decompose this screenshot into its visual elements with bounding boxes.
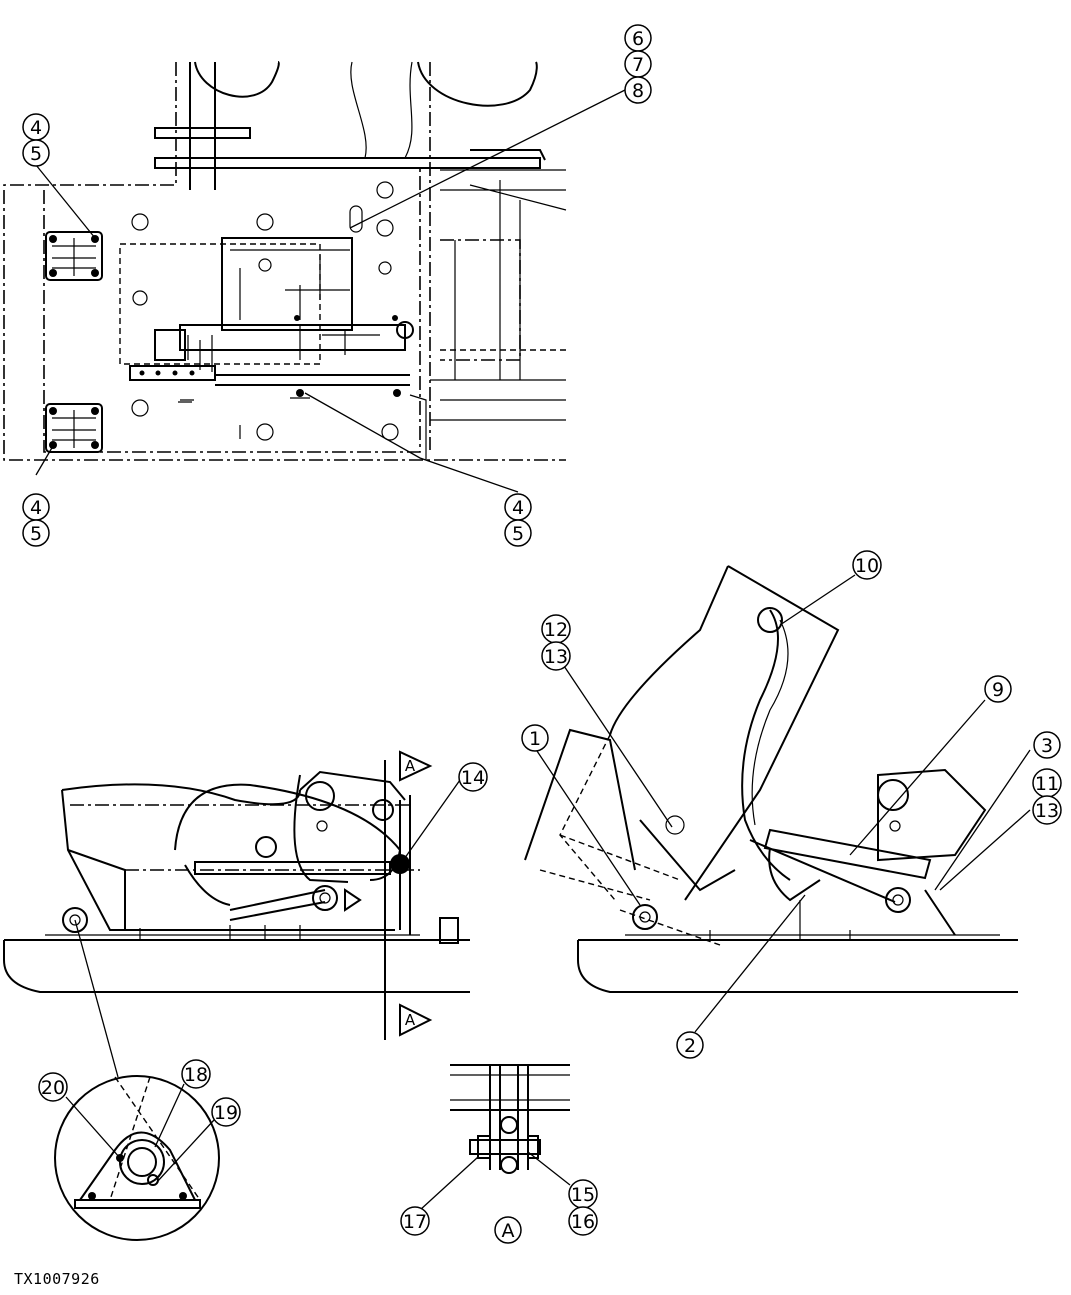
callout-10: 10 [852,550,882,580]
callout-20: 20 [38,1072,68,1102]
mount-lower-left [45,403,103,453]
svg-text:2: 2 [684,1035,696,1057]
callout-14: 14 [458,762,488,792]
svg-text:8: 8 [632,80,644,102]
callout-18: 18 [181,1059,211,1089]
callout-15: 15 [568,1179,598,1209]
svg-text:16: 16 [571,1211,595,1233]
side-view-folded: A A [3,750,470,1040]
top-plan-view [3,61,567,461]
svg-text:10: 10 [855,555,879,577]
svg-text:6: 6 [632,28,644,50]
svg-text:5: 5 [30,143,42,165]
callout-1: 1 [521,724,549,752]
detail-view-pivot [54,1075,220,1241]
leader-lines [35,89,1031,1211]
section-a-detail [450,1064,570,1174]
callout-8: 8 [624,76,652,104]
callout-bubbles: 4 5 4 5 4 5 6 7 8 14 10 12 13 1 9 3 11 1… [22,24,1062,1244]
figure-id-label: TX1007926 [14,1270,100,1288]
callout-5-center: 5 [504,519,532,547]
svg-text:20: 20 [41,1077,65,1099]
callout-3: 3 [1033,731,1061,759]
callout-6: 6 [624,24,652,52]
svg-text:14: 14 [461,767,485,789]
mount-upper-left [45,231,103,281]
callout-7: 7 [624,50,652,78]
svg-text:11: 11 [1035,773,1059,795]
callout-19: 19 [211,1097,241,1127]
callout-4-top-left: 4 [22,113,50,141]
callout-9: 9 [984,675,1012,703]
callout-16: 16 [568,1206,598,1236]
svg-text:4: 4 [512,497,524,519]
callout-13-lower: 13 [1032,795,1062,825]
side-view-tilted [524,565,1018,993]
callout-4-bottom-left: 4 [22,493,50,521]
svg-text:18: 18 [184,1064,208,1086]
svg-text:7: 7 [632,54,644,76]
svg-text:4: 4 [30,497,42,519]
section-marker-bottom: A [405,1011,416,1029]
svg-text:4: 4 [30,117,42,139]
callout-17: 17 [400,1206,430,1236]
callout-5-bottom-left: 5 [22,519,50,547]
section-marker-top: A [405,757,416,775]
callout-13-upper: 13 [541,641,571,671]
svg-text:19: 19 [214,1102,238,1124]
callout-4-center: 4 [504,493,532,521]
svg-text:3: 3 [1041,735,1053,757]
svg-text:12: 12 [544,619,568,641]
svg-text:A: A [502,1220,515,1242]
svg-text:1: 1 [529,728,541,750]
svg-text:15: 15 [571,1184,595,1206]
svg-text:17: 17 [403,1211,427,1233]
svg-text:5: 5 [512,523,524,545]
svg-text:13: 13 [544,646,568,668]
detail-view-a-label: A [494,1216,522,1244]
svg-text:9: 9 [992,679,1004,701]
callout-11: 11 [1032,768,1062,798]
callout-12: 12 [541,614,571,644]
callout-5-top-left: 5 [22,139,50,167]
callout-2: 2 [676,1031,704,1059]
svg-text:13: 13 [1035,800,1059,822]
svg-text:5: 5 [30,523,42,545]
